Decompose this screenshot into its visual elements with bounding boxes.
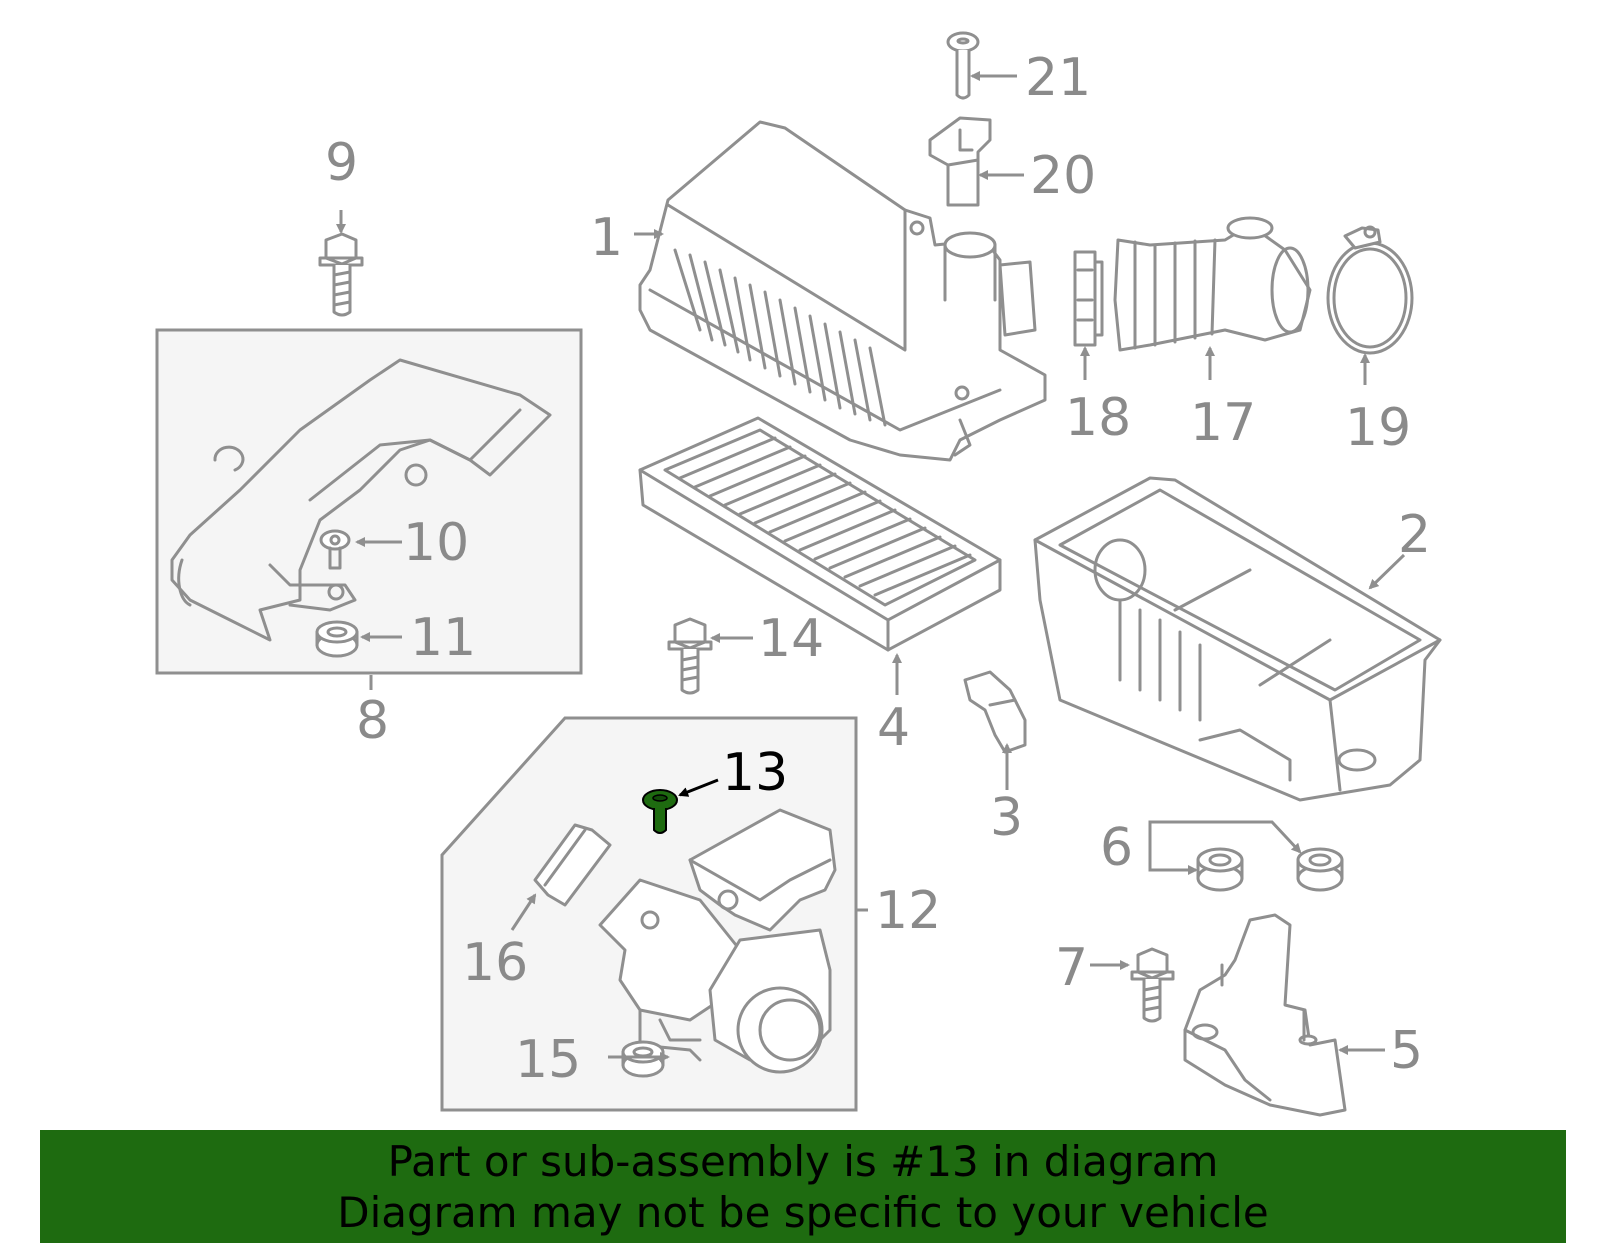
part-13-screw-highlighted[interactable]: [642, 789, 678, 834]
callout-16: 16: [462, 933, 528, 993]
callout-21: 21: [1025, 48, 1091, 108]
callout-14: 14: [758, 609, 824, 669]
callout-5: 5: [1390, 1021, 1423, 1081]
callout-15: 15: [515, 1030, 581, 1090]
part-2-air-cleaner-lower-box: [1033, 476, 1442, 802]
part-19-hose-clamp: [1326, 225, 1414, 355]
callout-19: 19: [1345, 398, 1411, 458]
callout-10: 10: [403, 513, 469, 573]
callout-numbers: 1 2 3 4 5 6 7 8 9 10 11 12 13 14 15 16 1…: [325, 48, 1431, 1090]
callout-9: 9: [325, 133, 358, 193]
callout-2: 2: [1398, 505, 1431, 565]
part-5-bracket: [1183, 913, 1347, 1117]
callout-11: 11: [410, 608, 476, 668]
part-18-clamp: [1073, 250, 1104, 347]
banner-line-1: Part or sub-assembly is #13 in diagram: [387, 1137, 1219, 1186]
part-9-bolt: [318, 232, 364, 317]
throttle-body-box: [440, 716, 858, 1112]
throttle-body: [598, 808, 837, 1074]
notice-banner: Part or sub-assembly is #13 in diagram D…: [40, 1130, 1566, 1243]
callout-6: 6: [1100, 818, 1133, 878]
part-1-air-cleaner-cover: [638, 120, 1047, 462]
callout-13-highlighted: 13: [722, 743, 788, 803]
part-20-bracket: [928, 116, 992, 207]
callout-8: 8: [356, 691, 389, 751]
duct-assembly-box: [155, 328, 583, 675]
part-10-push-pin: [319, 529, 351, 570]
leader-lines: [336, 71, 1406, 1062]
callout-12: 12: [875, 881, 941, 941]
callout-7: 7: [1055, 938, 1088, 998]
banner-line-2: Diagram may not be specific to your vehi…: [337, 1188, 1269, 1237]
part-7-bolt: [1130, 947, 1175, 1023]
part-3-clip: [963, 670, 1027, 754]
callout-1: 1: [590, 208, 623, 268]
callout-18: 18: [1065, 388, 1131, 448]
part-14-bolt: [667, 617, 713, 695]
part-21-pin: [946, 31, 980, 100]
callout-4: 4: [877, 698, 910, 758]
part-17-air-hose: [1113, 216, 1312, 352]
part-15-grommet: [621, 1040, 665, 1078]
part-11-grommet: [315, 620, 359, 658]
callout-17: 17: [1190, 393, 1256, 453]
callout-3: 3: [990, 788, 1023, 848]
part-6-grommets: [1196, 847, 1344, 892]
callout-20: 20: [1030, 146, 1096, 206]
part-16-gasket: [533, 823, 612, 907]
part-4-air-filter: [638, 416, 1002, 652]
